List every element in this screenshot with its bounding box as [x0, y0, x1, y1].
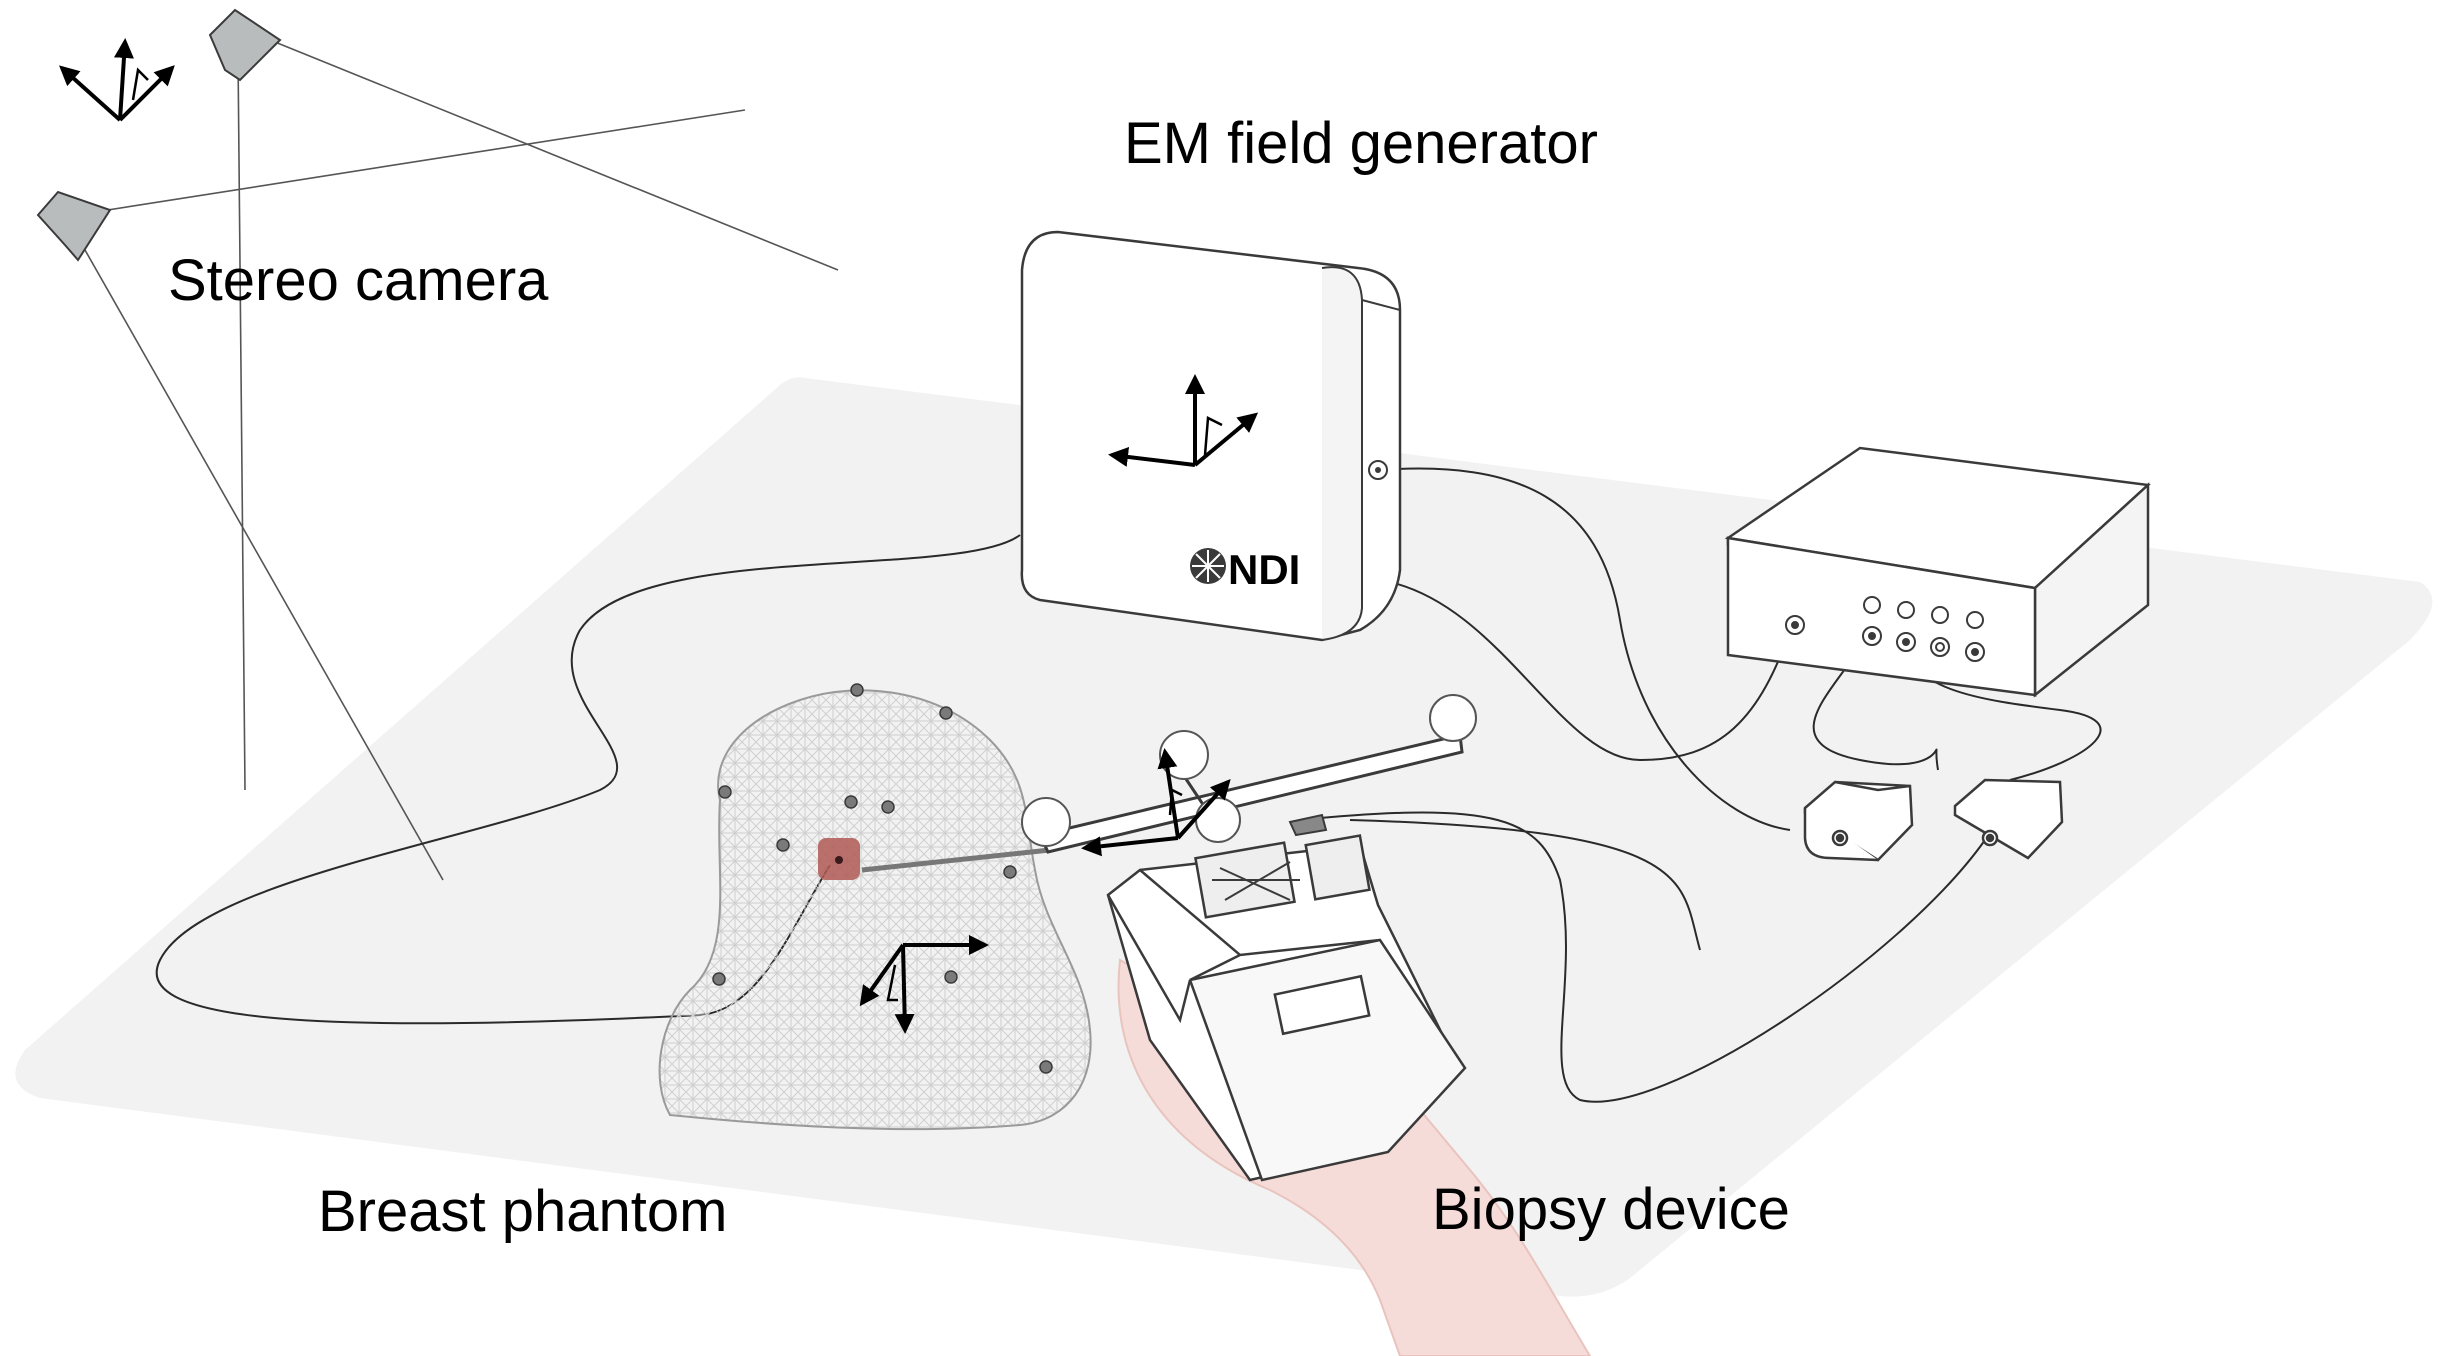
breast-phantom-label: Breast phantom [318, 1179, 727, 1244]
coordinate-frame-icon [59, 38, 175, 122]
camera-icon [36, 8, 282, 262]
coordinate-frame-icon [859, 935, 989, 1034]
camera-sight-lines [84, 39, 839, 881]
stereo-camera-label: Stereo camera [168, 248, 549, 313]
breast-phantom [658, 683, 1092, 1131]
ndi-logo-text: NDI [1228, 546, 1300, 593]
optical-tracker [1021, 694, 1477, 857]
sensor-interface-units [1803, 778, 2064, 862]
control-unit [1724, 446, 2151, 698]
biopsy-device [1106, 834, 1467, 1182]
coordinate-frame-icon [1108, 374, 1259, 467]
biopsy-device-label: Biopsy device [1432, 1177, 1790, 1242]
coordinate-frame-icon [1081, 748, 1231, 857]
em-field-generator-label: EM field generator [1124, 111, 1598, 176]
ndi-logo-icon: NDI [1190, 546, 1300, 593]
em-field-generator: NDI [1020, 230, 1402, 642]
fiducial-markers [712, 683, 1053, 1074]
